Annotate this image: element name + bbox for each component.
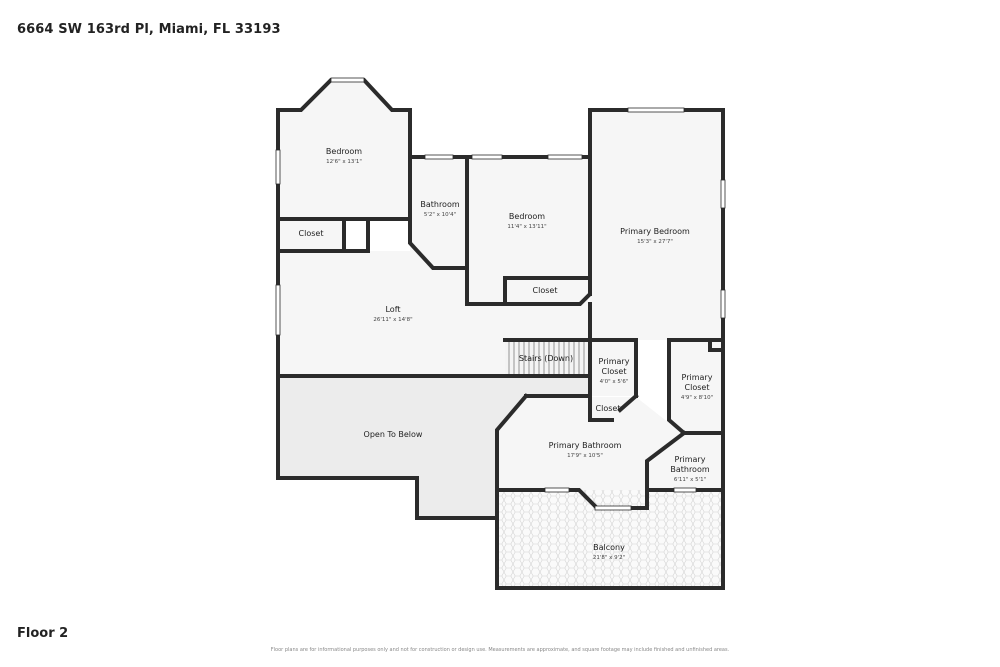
window (330, 77, 365, 83)
window (594, 505, 632, 511)
room-dims: 5'2" x 10'4" (424, 212, 456, 218)
floor-fills (278, 80, 724, 588)
window (275, 284, 281, 336)
room-name: Primary Bathroom (549, 441, 622, 450)
room-name: Closet (685, 383, 710, 392)
room-name: Closet (602, 367, 627, 376)
room-name: Primary (599, 357, 630, 366)
room-name: Primary (675, 455, 706, 464)
room-name: Stairs (Down) (519, 354, 573, 363)
primary-bedroom-floor (590, 110, 723, 340)
window (471, 154, 503, 160)
primary-bathroom-2-floor (649, 435, 723, 490)
room-name: Closet (596, 404, 621, 413)
room-name: Bathroom (670, 465, 710, 474)
room-dims: 4'9" x 8'10" (681, 395, 713, 401)
room-dims: 26'11" x 14'8" (373, 317, 412, 323)
balcony-floor (497, 490, 724, 588)
room-dims: 15'3" x 27'7" (637, 239, 673, 245)
primary-bathroom-1-floor (497, 397, 684, 508)
closet-1-floor (278, 219, 344, 251)
window (544, 487, 570, 493)
window (720, 289, 726, 319)
room-name: Closet (533, 286, 558, 295)
window (275, 149, 281, 185)
window (673, 487, 697, 493)
bathroom-floor (412, 157, 467, 268)
room-name: Primary (682, 373, 713, 382)
room-name: Balcony (593, 543, 625, 552)
room-dims: 21'8" x 9'2" (593, 555, 625, 561)
room-dims: 17'9" x 10'5" (567, 453, 603, 459)
window (424, 154, 454, 160)
bedroom-2-floor (469, 157, 588, 304)
disclaimer: Floor plans are for informational purpos… (270, 647, 730, 653)
room-name: Bedroom (509, 212, 545, 221)
room-name: Closet (299, 229, 324, 238)
room-name: Primary Bedroom (620, 227, 690, 236)
room-name: Bedroom (326, 147, 362, 156)
window (547, 154, 583, 160)
room-dims: 11'4" x 13'11" (507, 224, 546, 230)
room-dims: 4'0" x 5'6" (600, 379, 629, 385)
address-title: 6664 SW 163rd Pl, Miami, FL 33193 (17, 22, 281, 37)
primary-closet-1-floor (592, 340, 636, 396)
room-name: Loft (385, 305, 400, 314)
bedroom-1-floor (278, 80, 410, 219)
loft-floor (278, 243, 590, 375)
primary-closet-2-floor (669, 340, 723, 433)
window (720, 179, 726, 209)
room-name: Bathroom (420, 200, 460, 209)
window (627, 107, 685, 113)
floor-label: Floor 2 (17, 626, 69, 641)
room-dims: 12'6" x 13'1" (326, 159, 362, 165)
room-labels: Bedroom 12'6" x 13'1" Bathroom 5'2" x 10… (299, 147, 714, 561)
stair-treads (508, 342, 585, 374)
room-dims: 6'11" x 5'1" (674, 477, 706, 483)
room-name: Open To Below (364, 430, 423, 439)
windows (275, 77, 726, 511)
